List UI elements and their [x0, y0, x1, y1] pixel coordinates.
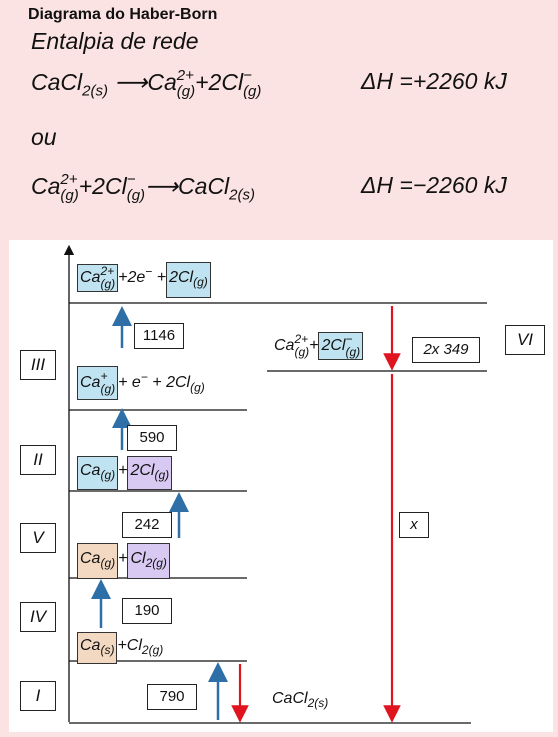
- step-label-III: III: [20, 350, 56, 380]
- step-label-II: II: [20, 445, 56, 475]
- enthalpy-2: ΔH =−2260 kJ: [361, 172, 507, 198]
- value-box-590: 590: [127, 425, 177, 451]
- page-title: Diagrama do Haber-Born: [28, 6, 218, 23]
- value-box-190: 190: [122, 598, 172, 624]
- step-label-IV: IV: [20, 602, 56, 632]
- level-label-ca-s: Ca(s)+Cl2(g): [77, 632, 163, 665]
- separator-text: ou: [31, 124, 57, 150]
- level-label-ca-g-2cl: Ca(g)+2Cl(g): [77, 456, 173, 491]
- level-label-ca-g-cl2: Ca(g)+Cl2(g): [77, 543, 170, 580]
- step-label-VI: VI: [505, 325, 545, 355]
- step-label-V: V: [20, 523, 56, 553]
- page-subtitle: Entalpia de rede: [31, 28, 199, 54]
- level-label-ca-plus: Ca+(g)+ e− + 2Cl(g): [77, 366, 205, 400]
- value-box-x: x: [399, 512, 429, 538]
- level-label-cacl2: CaCl2(s): [272, 690, 329, 711]
- value-box-1146: 1146: [134, 323, 184, 349]
- enthalpy-1: ΔH =+2260 kJ: [361, 68, 507, 94]
- header-area: Diagrama do Haber-Born Entalpia de rede …: [0, 0, 558, 240]
- value-box-242: 242: [122, 512, 172, 538]
- value-box-349: 2x 349: [412, 337, 480, 363]
- value-box-790: 790: [147, 684, 197, 710]
- step-label-I: I: [20, 681, 56, 711]
